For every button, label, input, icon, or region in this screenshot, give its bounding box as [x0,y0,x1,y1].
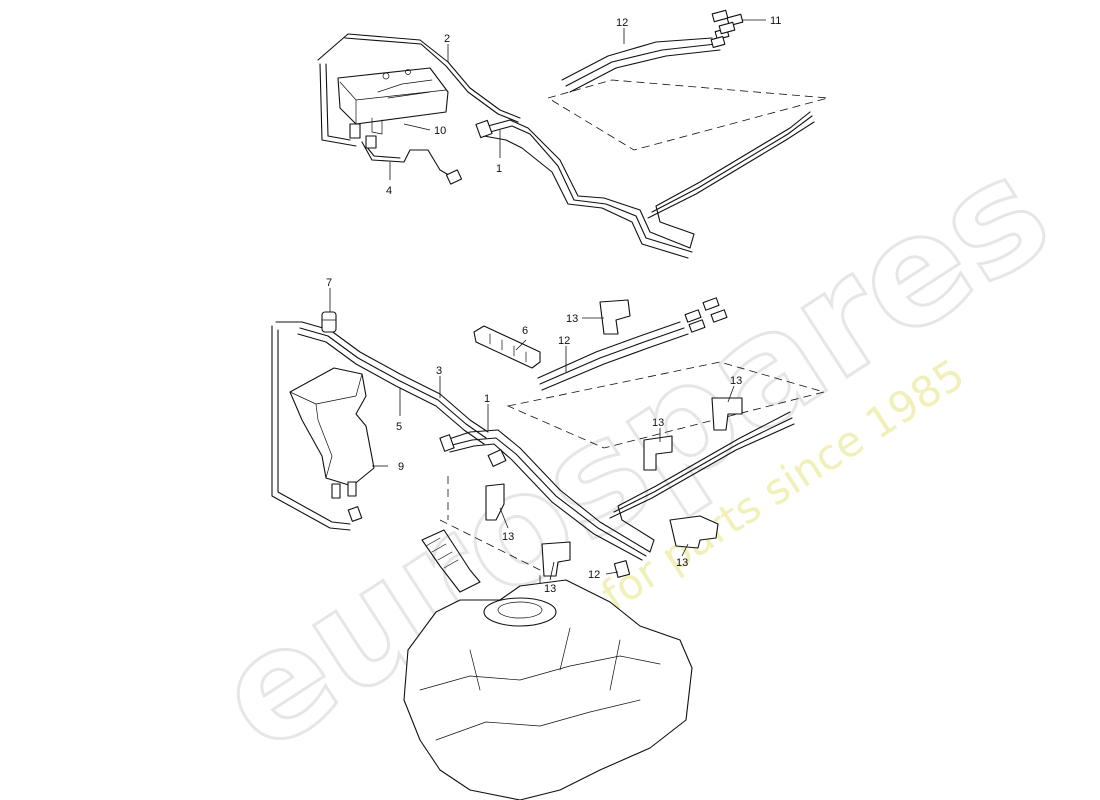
vent-line-5 [271,321,489,531]
fuel-lines-12-upper [561,28,730,93]
connectors-11 [711,9,744,35]
clip-13e [541,541,571,577]
clip-13b [711,397,743,431]
callout-12-upper: 12 [616,17,628,29]
callout-12-middle: 12 [558,335,570,347]
callout-13-left: 13 [502,531,514,543]
filler-neck [421,529,481,593]
callout-13-lower-right: 13 [676,557,688,569]
callout-1-upper: 1 [496,163,502,175]
fuel-line-bundle-lower [439,411,795,578]
fuel-tank [403,579,693,800]
callout-13-top: 13 [566,313,578,325]
callout-9: 9 [398,461,404,473]
clip-13f [669,515,719,549]
fuel-line-bundle-upper [475,111,815,259]
callout-6: 6 [522,325,528,337]
clip-strip-6 [473,325,541,369]
callout-2: 2 [444,33,450,45]
callouts: 2 1 4 10 12 11 7 6 12 3 5 1 9 13 13 13 1… [326,15,781,595]
leader-lines [329,19,766,581]
callout-3: 3 [436,365,442,377]
callout-12-lower: 12 [588,569,600,581]
callout-13-right: 13 [730,375,742,387]
callout-13-center: 13 [652,417,664,429]
expansion-tank-9 [289,367,375,522]
upper-assembly [317,9,829,259]
callout-11: 11 [770,15,781,27]
lower-assembly [271,297,826,800]
hose-4 [361,141,455,179]
clip-13c [643,435,673,471]
carbon-canister [337,67,449,135]
fuel-lines-12-lower [537,297,728,391]
callout-4: 4 [386,185,392,197]
clip-13d [485,483,505,521]
mounting-plane-lower [506,361,826,449]
callout-5: 5 [396,421,402,433]
fitting-7 [321,311,337,333]
callout-10: 10 [434,125,446,137]
mounting-plane-upper [547,79,829,151]
callout-1-lower: 1 [484,393,490,405]
clip-13a [599,299,631,335]
callout-13-bottom: 13 [544,583,556,595]
callout-7: 7 [326,277,332,289]
